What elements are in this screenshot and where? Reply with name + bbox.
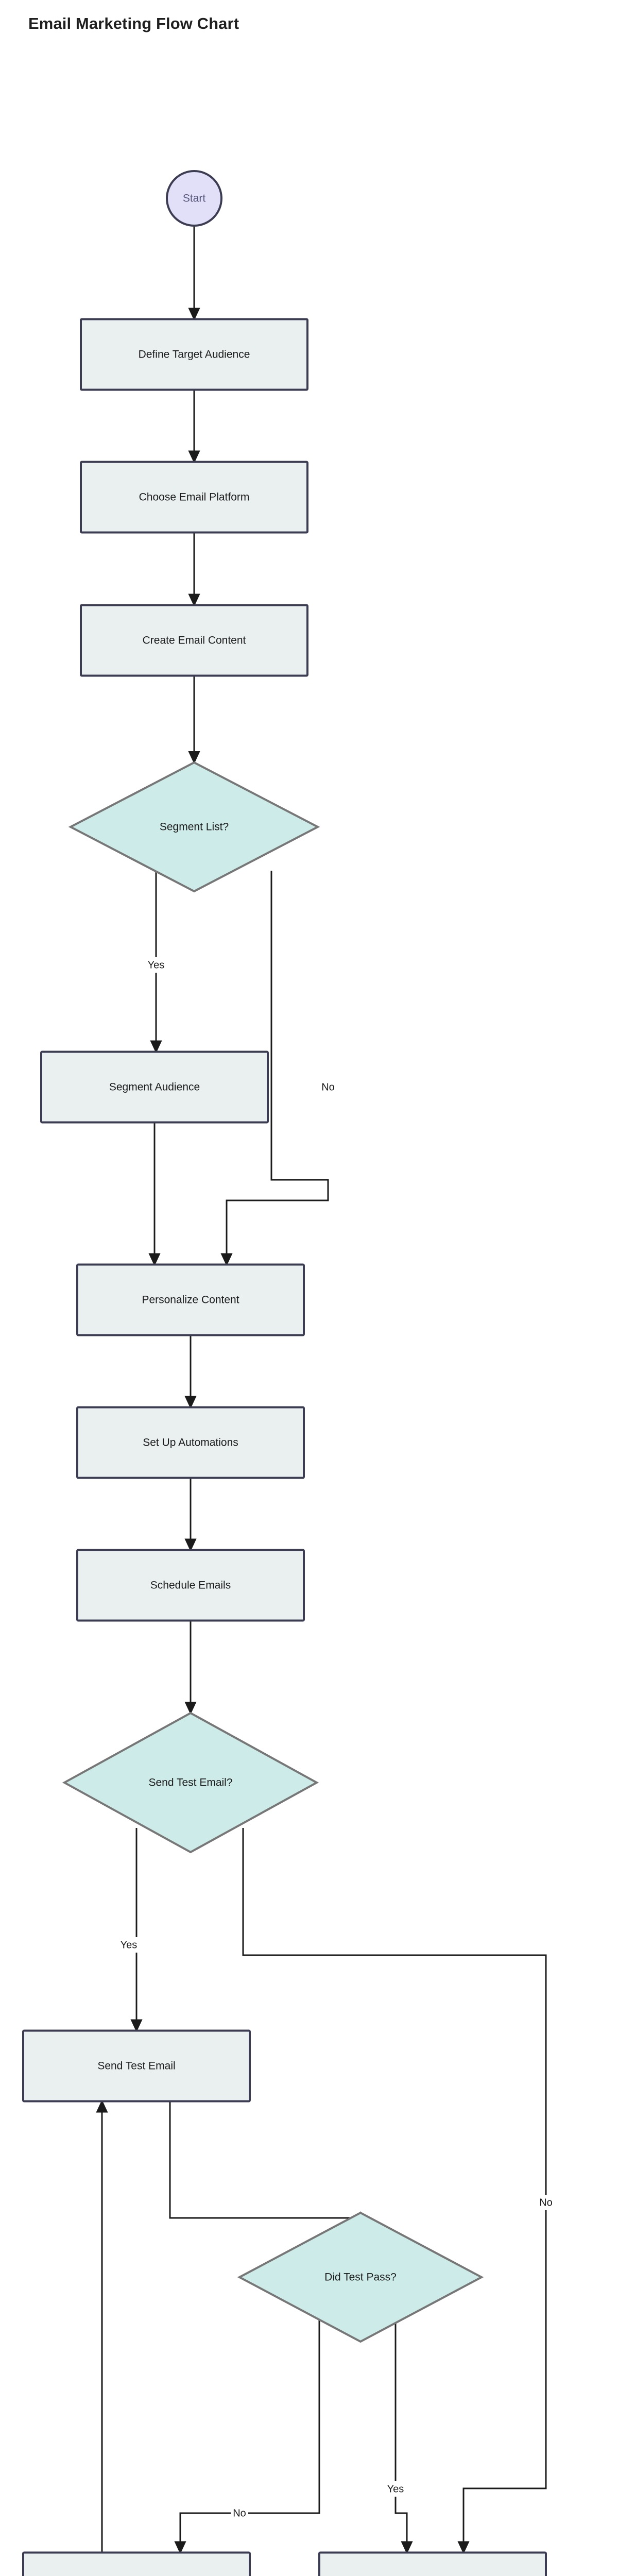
edge-label-no-1: No (319, 1079, 337, 1095)
node-start[interactable]: Start (166, 170, 222, 227)
edge-label-text: Yes (121, 1939, 138, 1951)
edge-label-backdrop (144, 957, 168, 973)
node-label-schedule: Schedule Emails (150, 1580, 231, 1591)
edge-labels-layer: YesNoYesNoNoYesYesNo (117, 957, 555, 2521)
node-send_test_q[interactable]: Send Test Email? (62, 1711, 319, 1854)
node-define_audience[interactable]: Define Target Audience (80, 318, 308, 391)
decision-diamond-send_test_q[interactable] (62, 1711, 319, 1854)
process-box-segment_audience[interactable] (40, 1050, 269, 1124)
edges-layer (96, 226, 547, 2554)
node-label-define_audience: Define Target Audience (139, 349, 250, 361)
page-title: Email Marketing Flow Chart (28, 14, 239, 32)
node-label-automations: Set Up Automations (143, 1437, 238, 1449)
edge-label-yes-0: Yes (144, 957, 168, 973)
process-box-send_campaign[interactable] (318, 2551, 547, 2576)
node-personalize[interactable]: Personalize Content (76, 1263, 305, 1336)
edge-didpass-no (174, 2317, 320, 2554)
edge-label-text: Yes (148, 959, 165, 971)
terminal-circle-start[interactable] (166, 170, 222, 227)
process-box-schedule[interactable] (76, 1549, 305, 1622)
node-did_test_pass[interactable]: Did Test Pass? (237, 2211, 484, 2343)
node-label-create_content: Create Email Content (143, 635, 246, 647)
node-segment_audience[interactable]: Segment Audience (40, 1050, 269, 1124)
node-automations[interactable]: Set Up Automations (76, 1406, 305, 1479)
edge-label-backdrop (319, 1079, 337, 1095)
process-box-choose_platform[interactable] (80, 461, 308, 534)
edge-label-text: Yes (387, 2483, 404, 2495)
node-create_content[interactable]: Create Email Content (80, 604, 308, 677)
edge-didpass-yes (394, 2317, 413, 2554)
node-review_adjust[interactable]: Review & Adjust (22, 2551, 251, 2576)
process-box-review_adjust[interactable] (22, 2551, 251, 2576)
process-box-define_audience[interactable] (80, 318, 308, 391)
edge-label-backdrop (537, 2195, 555, 2210)
edge-label-yes-2: Yes (117, 1937, 141, 1953)
edge-label-backdrop (384, 2481, 407, 2497)
node-label-personalize: Personalize Content (142, 1294, 239, 1306)
node-choose_platform[interactable]: Choose Email Platform (80, 461, 308, 534)
edge-label-backdrop (231, 2505, 248, 2521)
decision-diamond-segment_list[interactable] (68, 761, 320, 893)
edge-label-yes-5: Yes (384, 2481, 407, 2497)
edge-sendtestq-no (242, 1828, 547, 2554)
node-label-segment_audience: Segment Audience (109, 1081, 200, 1093)
edge-label-no-4: No (231, 2505, 248, 2521)
process-box-create_content[interactable] (80, 604, 308, 677)
edge-sendtest-didpass (169, 2101, 367, 2225)
node-label-segment_list: Segment List? (160, 821, 229, 833)
node-segment_list[interactable]: Segment List? (68, 761, 320, 893)
edge-label-text: No (539, 2197, 553, 2208)
node-label-did_test_pass: Did Test Pass? (324, 2272, 397, 2283)
node-send_test[interactable]: Send Test Email (22, 2029, 251, 2103)
node-label-send_test_q: Send Test Email? (148, 1777, 232, 1789)
node-label-start: Start (183, 193, 206, 205)
edge-label-no-3: No (537, 2195, 555, 2210)
process-box-personalize[interactable] (76, 1263, 305, 1336)
node-send_campaign[interactable]: Send Campaign (318, 2551, 547, 2576)
decision-diamond-did_test_pass[interactable] (237, 2211, 484, 2343)
edge-label-text: No (321, 1081, 335, 1093)
edge-segmentq-no (220, 871, 329, 1266)
edge-label-text: No (233, 2507, 246, 2519)
node-schedule[interactable]: Schedule Emails (76, 1549, 305, 1622)
process-box-automations[interactable] (76, 1406, 305, 1479)
edge-label-backdrop (117, 1937, 141, 1953)
node-label-send_test: Send Test Email (97, 2060, 175, 2072)
process-box-send_test[interactable] (22, 2029, 251, 2103)
node-label-choose_platform: Choose Email Platform (139, 492, 250, 503)
